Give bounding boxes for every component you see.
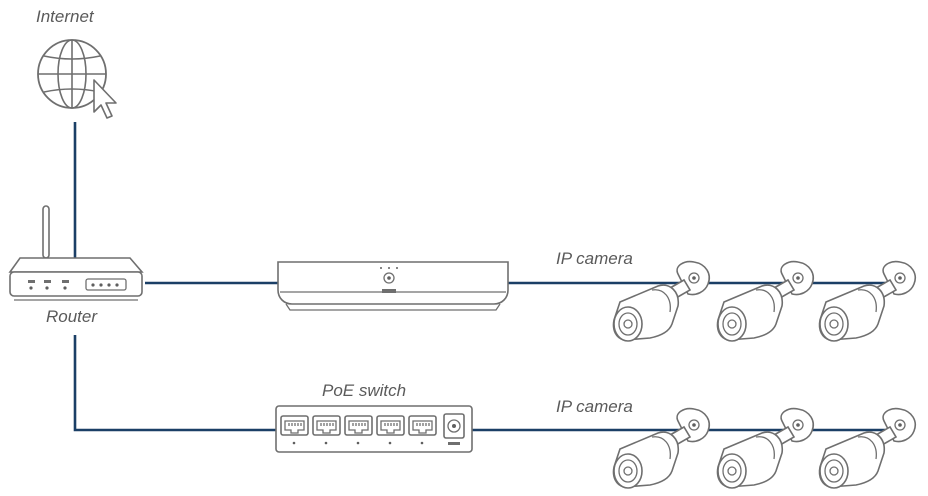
poe-switch-icon bbox=[275, 405, 473, 453]
poe-switch-label: PoE switch bbox=[322, 381, 406, 400]
switch-port-2 bbox=[312, 415, 341, 436]
ip-camera-icon bbox=[612, 260, 711, 342]
cursor-icon bbox=[93, 79, 117, 119]
switch-port-1 bbox=[280, 415, 309, 436]
ip-camera-label-top: IP camera bbox=[556, 249, 633, 268]
switch-port-4 bbox=[376, 415, 405, 436]
switch-port-5 bbox=[408, 415, 437, 436]
cable-router-switch bbox=[73, 335, 276, 432]
ip-camera-icon bbox=[612, 407, 711, 489]
ip-camera-icon bbox=[716, 260, 815, 342]
nvr-icon bbox=[277, 261, 509, 311]
router-label: Router bbox=[46, 307, 98, 326]
ip-camera-icon bbox=[818, 407, 917, 489]
globe-icon bbox=[37, 39, 107, 109]
router-icon bbox=[8, 205, 144, 301]
switch-port-3 bbox=[344, 415, 373, 436]
internet-label: Internet bbox=[36, 7, 95, 26]
ip-camera-label-bottom: IP camera bbox=[556, 397, 633, 416]
ip-camera-icon bbox=[818, 260, 917, 342]
ip-camera-row-top bbox=[612, 260, 917, 342]
ip-camera-row-bottom bbox=[612, 407, 917, 489]
ip-camera-icon bbox=[716, 407, 815, 489]
